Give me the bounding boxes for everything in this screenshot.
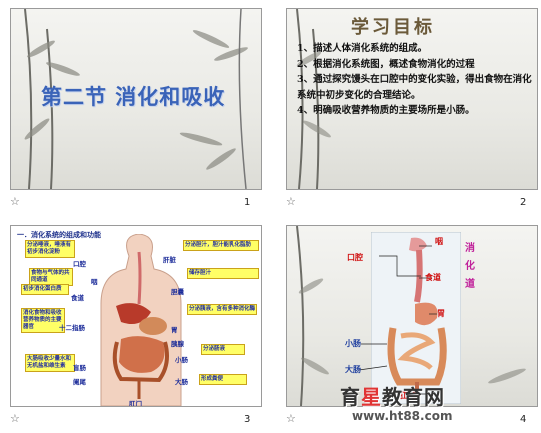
slide-2-title: 学习目标 bbox=[351, 17, 435, 38]
watermark-name-highlight: 星 bbox=[361, 385, 382, 409]
info-box: 分泌肠液 bbox=[201, 344, 245, 355]
organ-label: 食道 bbox=[71, 294, 84, 302]
slide-4-number: 4 bbox=[520, 414, 527, 425]
slide-3-number: 3 bbox=[244, 414, 251, 425]
organ-label: 大肠 bbox=[345, 365, 361, 374]
organ-label: 盲肠 bbox=[73, 364, 86, 372]
organ-label: 大肠 bbox=[175, 378, 188, 386]
info-box: 形成粪便 bbox=[199, 374, 247, 385]
goal-item: 4、明确吸收营养物质的主要场所是小肠。 bbox=[297, 105, 475, 116]
watermark-name-a: 育 bbox=[340, 385, 361, 409]
digestive-tract-vertical-label: 消化道 bbox=[465, 243, 475, 290]
slide-3-star-icon: ☆ bbox=[10, 412, 20, 425]
watermark-logo: 育星教育网 bbox=[340, 381, 445, 410]
bamboo-painting-icon bbox=[24, 9, 248, 189]
organ-label: 胰腺 bbox=[171, 340, 184, 348]
label-leader-lines bbox=[358, 245, 437, 395]
organ-label: 胃 bbox=[437, 309, 445, 318]
organ-label: 小肠 bbox=[345, 339, 361, 348]
info-box: 食物与气体的共同通道 bbox=[29, 268, 73, 286]
organ-label: 口腔 bbox=[73, 260, 86, 268]
organ-label: 阑尾 bbox=[73, 378, 86, 386]
organ-label: 肛门 bbox=[129, 400, 142, 407]
slide-3-caption: 一．消化系统的组成和功能 bbox=[17, 231, 101, 239]
organ-label: 胃 bbox=[171, 326, 178, 334]
goal-item: 3、通过探究馒头在口腔中的变化实验，得出食物在消化系统中初步变化的合理结论。 bbox=[297, 74, 532, 101]
info-box: 初步消化蛋白质 bbox=[21, 284, 69, 295]
info-box: 大肠吸收少量水和无机盐和维生素 bbox=[25, 354, 75, 372]
goal-item: 2、根据消化系统图，概述食物消化的过程 bbox=[297, 58, 475, 70]
info-box: 分泌唾液，唾液有初步消化淀粉 bbox=[25, 240, 75, 258]
info-box: 储存胆汁 bbox=[187, 268, 259, 279]
bamboo-painting-icon bbox=[296, 226, 526, 406]
watermark-url: www.ht88.com bbox=[352, 409, 453, 423]
slide-2[interactable]: 学习目标 1、描述人体消化系统的组成。 2、根据消化系统图，概述食物消化的过程 … bbox=[286, 8, 538, 190]
info-box: 分泌胆汁，胆汁能乳化脂肪 bbox=[183, 240, 259, 251]
slide-1-star-icon: ☆ bbox=[10, 195, 20, 208]
organ-label: 咽 bbox=[435, 237, 443, 246]
slide-3[interactable]: 一．消化系统的组成和功能 分泌唾液，唾液有初步消化淀粉 食物与气体的共同通道 初… bbox=[10, 225, 262, 407]
slide-2-number: 2 bbox=[520, 197, 527, 208]
organ-label: 肝脏 bbox=[163, 256, 176, 264]
slide-4-star-icon: ☆ bbox=[286, 412, 296, 425]
organ-label: 小肠 bbox=[175, 356, 188, 364]
slide-1[interactable]: 第二节 消化和吸收 bbox=[10, 8, 262, 190]
learning-goals-list: 1、描述人体消化系统的组成。 2、根据消化系统图，概述食物消化的过程 3、通过探… bbox=[297, 41, 533, 119]
organ-label: 肛门 bbox=[399, 391, 415, 400]
goal-item: 1、描述人体消化系统的组成。 bbox=[297, 43, 428, 54]
info-box: 消化食物和吸收营养物质的主要器官 bbox=[21, 308, 65, 333]
slide-1-title: 第二节 消化和吸收 bbox=[41, 84, 226, 109]
organ-label: 咽 bbox=[91, 278, 98, 286]
slide-2-star-icon: ☆ bbox=[286, 195, 296, 208]
organ-label: 口腔 bbox=[347, 253, 363, 262]
organ-label: 十二指肠 bbox=[59, 324, 85, 332]
bamboo-painting-icon bbox=[296, 9, 331, 189]
info-box: 分泌胰液，含有多种消化酶 bbox=[187, 304, 257, 315]
digestive-system-diagram-icon bbox=[100, 234, 182, 406]
slide-1-number: 1 bbox=[244, 197, 251, 208]
watermark-name-b: 教育网 bbox=[382, 385, 445, 409]
organ-label: 食道 bbox=[425, 273, 441, 282]
organ-label: 胆囊 bbox=[171, 288, 184, 296]
digestive-tract-diagram-icon bbox=[371, 232, 461, 404]
slide-4[interactable]: 口腔 咽 食道 胃 小肠 大肠 肛门 消化道 bbox=[286, 225, 538, 407]
